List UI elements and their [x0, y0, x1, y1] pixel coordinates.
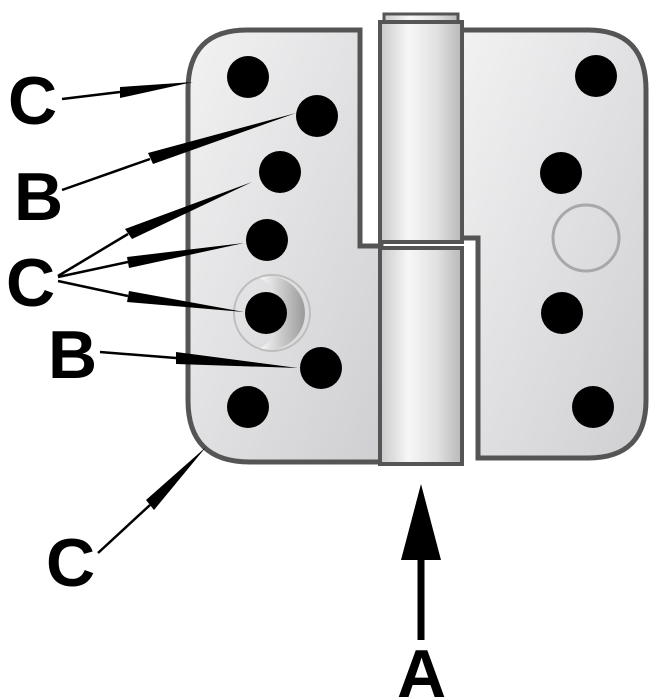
hole-c-mid2 — [246, 219, 288, 261]
right-hole-3 — [541, 292, 583, 334]
hole-c-mid1 — [259, 151, 301, 193]
hole-b-upper — [296, 95, 338, 137]
right-outline-circle — [551, 203, 621, 273]
label-b-upper: B — [14, 159, 63, 235]
right-hole-1 — [575, 55, 617, 97]
label-c-group: C — [6, 245, 55, 321]
label-c-top: C — [8, 63, 57, 139]
screw-countersink — [256, 276, 305, 350]
label-c-bottom: C — [46, 525, 95, 601]
hole-b-lower — [300, 347, 342, 389]
right-hole-4 — [572, 386, 614, 428]
label-b-lower: B — [48, 317, 97, 393]
hole-c-top — [227, 56, 269, 98]
hole-c-bottom — [227, 386, 269, 428]
hole-c-mid3 — [245, 292, 287, 334]
callout-leaders — [57, 82, 441, 640]
right-hole-2 — [540, 152, 582, 194]
lower-knuckle — [378, 246, 464, 466]
upper-knuckle — [378, 12, 464, 244]
label-a-pin: A — [397, 636, 446, 697]
